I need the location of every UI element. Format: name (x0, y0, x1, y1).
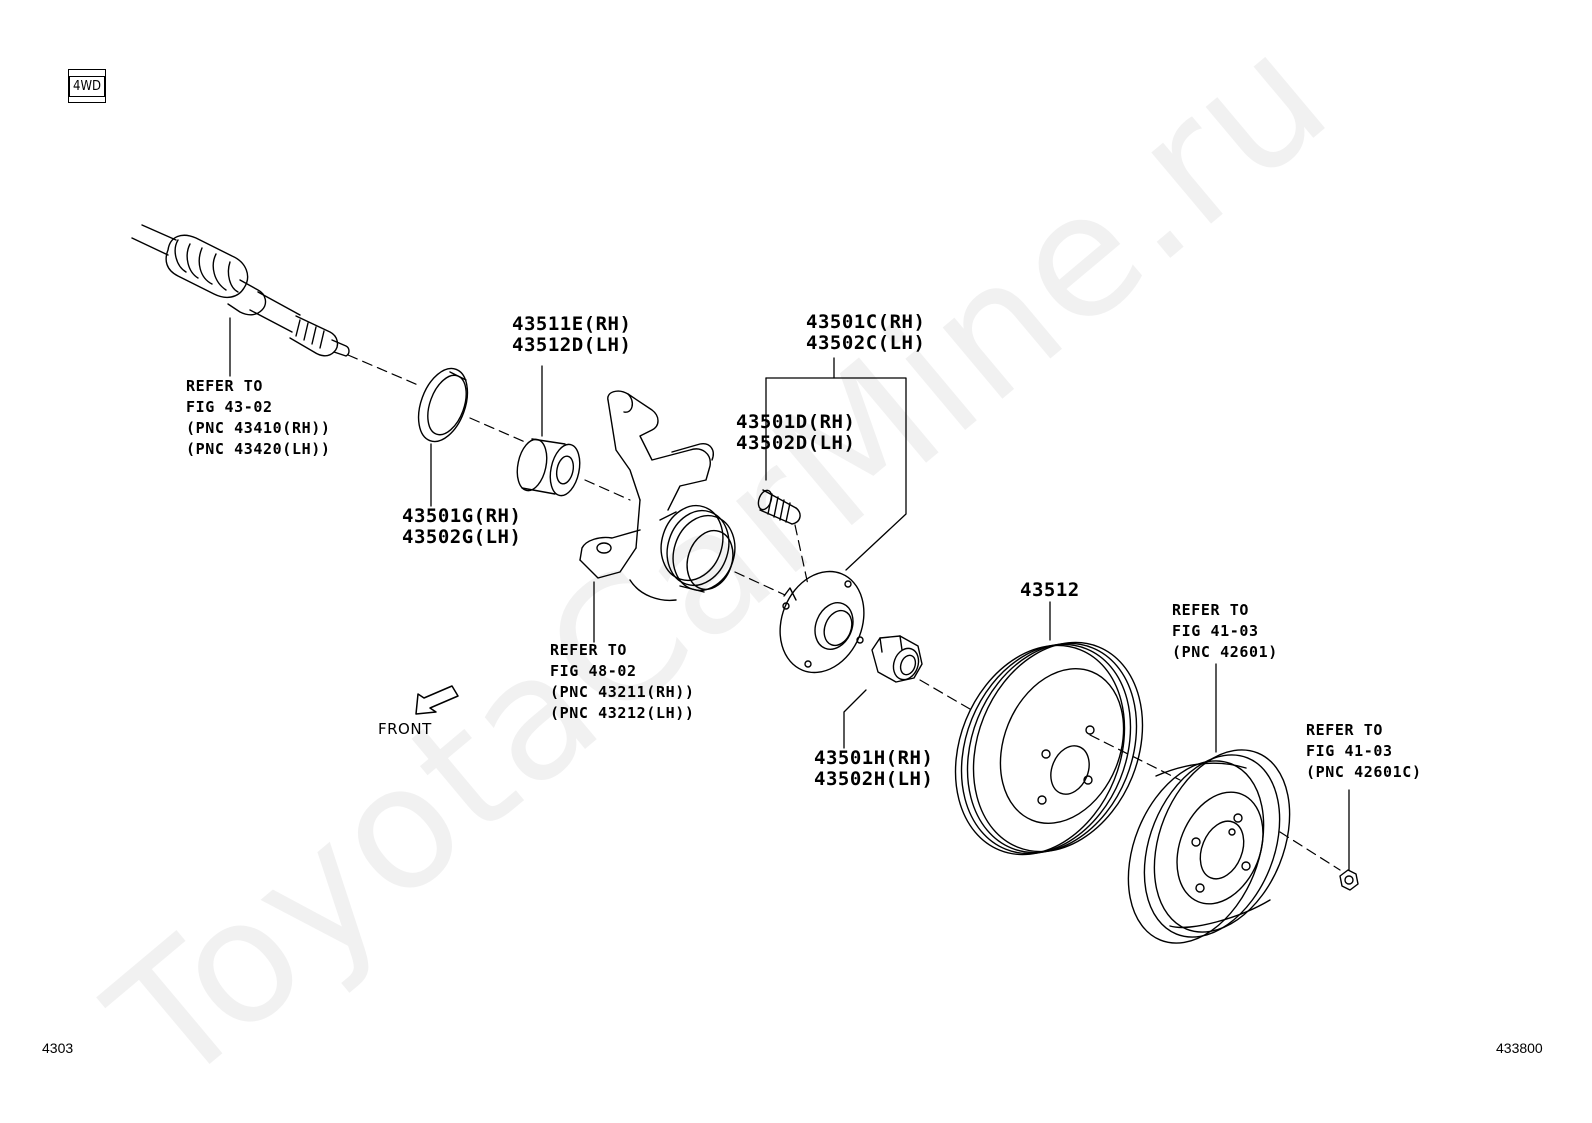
hub-bolt-drawing (757, 489, 801, 525)
hub-bolt-pnc-lh: 43502D(LH) (736, 432, 856, 454)
axle-hub-drawing (779, 570, 865, 674)
drive-shaft-ref-line4: (PNC 43420(LH)) (186, 440, 331, 458)
wheel-nut-drawing (1339, 869, 1359, 891)
knuckle-reference: REFER TO FIG 48-02 (PNC 43211(RH)) (PNC … (550, 640, 694, 724)
disc-part-number: 43512 (1020, 580, 1080, 601)
figure-number-right: 433800 (1496, 1040, 1543, 1056)
drive-shaft-ref-line1: REFER TO (186, 377, 264, 395)
knuckle-ref-line1: REFER TO (550, 641, 628, 659)
front-arrow-icon (415, 685, 459, 715)
knuckle-ref-line3: (PNC 43211(RH)) (550, 683, 695, 701)
wheel-bearing-drawing (516, 438, 581, 497)
wheel-ref-line1: REFER TO (1172, 601, 1250, 619)
hub-assy-part-number: 43501C(RH) 43502C(LH) (806, 312, 925, 354)
disc-pnc: 43512 (1020, 579, 1080, 601)
knuckle-ref-line2: FIG 48-02 (550, 662, 637, 680)
exploded-parts-diagram (131, 224, 1359, 944)
hub-assy-pnc-rh: 43501C(RH) (806, 311, 926, 333)
wheel-reference: REFER TO FIG 41-03 (PNC 42601) (1172, 600, 1278, 663)
wheel-ref-line2: FIG 41-03 (1172, 622, 1259, 640)
snap-ring-pnc-lh: 43502G(LH) (402, 526, 522, 548)
disc-wheel-drawing (1127, 749, 1291, 944)
hub-nut-drawing (871, 635, 923, 683)
bearing-part-number: 43511E(RH) 43512D(LH) (512, 314, 631, 356)
hub-bolt-pnc-rh: 43501D(RH) (736, 411, 856, 433)
bearing-pnc-lh: 43512D(LH) (512, 334, 632, 356)
wheel-nut-reference: REFER TO FIG 41-03 (PNC 42601C) (1306, 720, 1422, 783)
wheel-nut-ref-line3: (PNC 42601C) (1306, 763, 1422, 781)
hub-nut-part-number: 43501H(RH) 43502H(LH) (814, 748, 933, 790)
wheel-ref-line3: (PNC 42601) (1172, 643, 1278, 661)
bearing-pnc-rh: 43511E(RH) (512, 313, 632, 335)
snap-ring-part-number: 43501G(RH) 43502G(LH) (402, 506, 521, 548)
hub-nut-pnc-lh: 43502H(LH) (814, 768, 934, 790)
wheel-nut-ref-line1: REFER TO (1306, 721, 1384, 739)
drive-shaft-ref-line2: FIG 43-02 (186, 398, 273, 416)
steering-knuckle-drawing (579, 390, 736, 602)
brake-disc-drawing (954, 641, 1144, 856)
drive-shaft-drawing (131, 224, 350, 357)
drive-shaft-ref-line3: (PNC 43410(RH)) (186, 419, 331, 437)
wheel-nut-ref-line2: FIG 41-03 (1306, 742, 1393, 760)
leader-lines (229, 317, 1350, 871)
hub-nut-pnc-rh: 43501H(RH) (814, 747, 934, 769)
snap-ring-pnc-rh: 43501G(RH) (402, 505, 522, 527)
drive-shaft-reference: REFER TO FIG 43-02 (PNC 43410(RH)) (PNC … (186, 376, 330, 460)
hub-assy-pnc-lh: 43502C(LH) (806, 332, 926, 354)
snap-ring-drawing (417, 367, 469, 443)
knuckle-ref-line4: (PNC 43212(LH)) (550, 704, 695, 722)
hub-bolt-part-number: 43501D(RH) 43502D(LH) (736, 412, 855, 454)
4wd-badge: 4WD (68, 69, 106, 103)
4wd-badge-label: 4WD (69, 75, 106, 97)
front-direction-label: FRONT (378, 720, 432, 738)
page-number-left: 4303 (42, 1040, 74, 1056)
